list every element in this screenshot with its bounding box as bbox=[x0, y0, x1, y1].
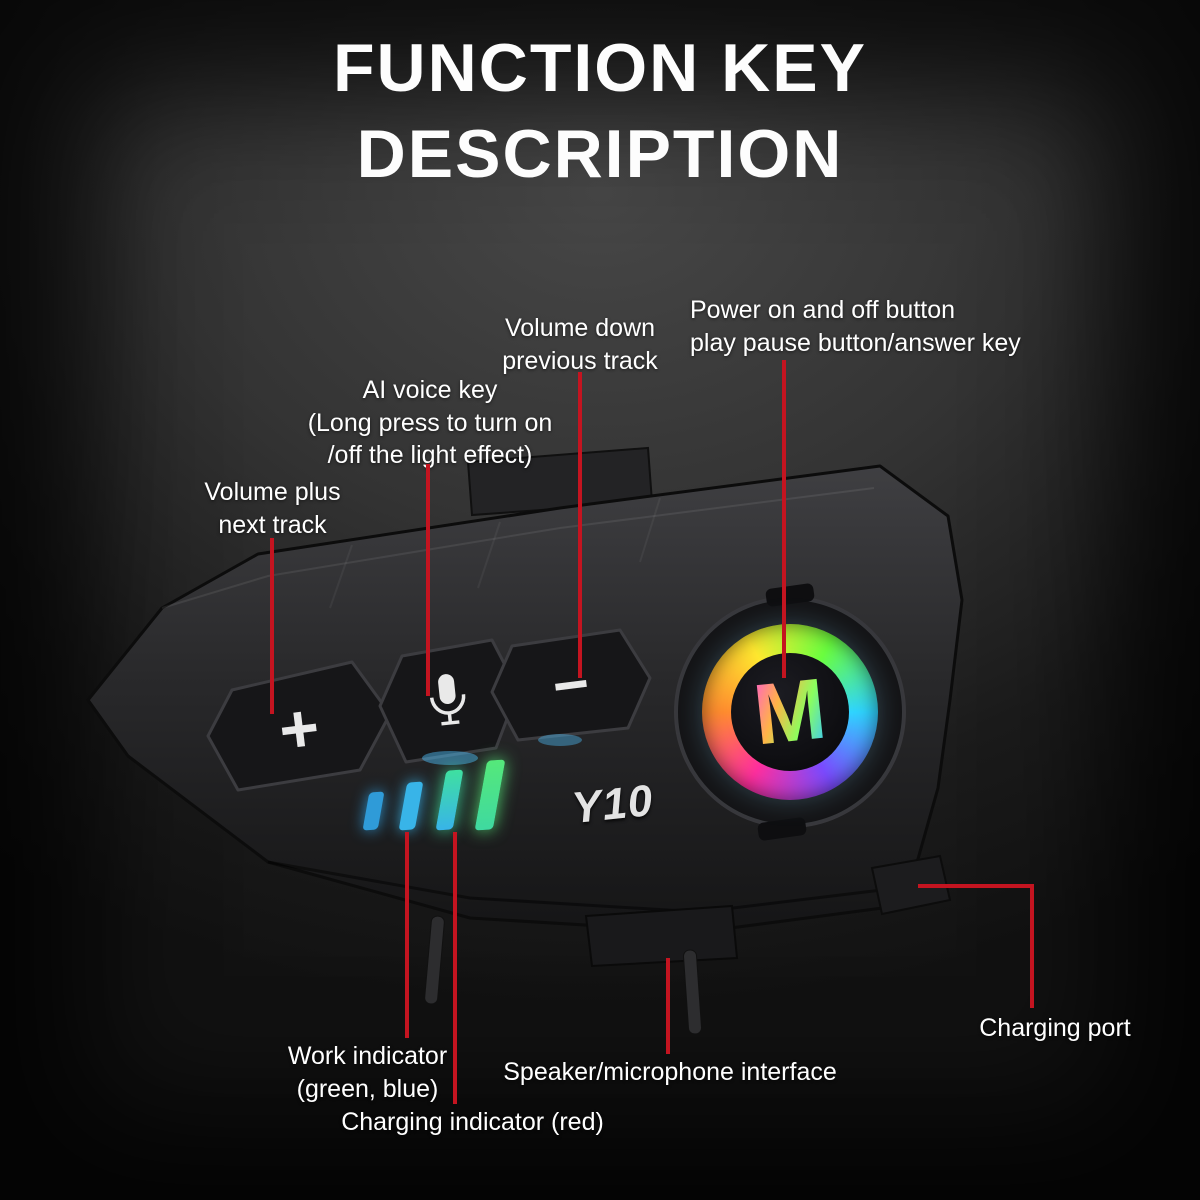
callout-volume-down: Volume down previous track bbox=[502, 314, 658, 375]
volume-minus-button bbox=[490, 628, 652, 742]
speaker-connector-block bbox=[584, 904, 739, 968]
minus-glyph: − bbox=[549, 649, 593, 722]
volume-plus-button bbox=[206, 660, 392, 792]
mic-button-glow bbox=[422, 751, 478, 765]
callout-work-indicator: Work indicator (green, blue) bbox=[287, 1042, 448, 1103]
bezel-clamp-bottom bbox=[757, 817, 807, 841]
speaker-microphone-pin bbox=[682, 949, 703, 1035]
leader-power bbox=[782, 360, 786, 678]
leader-speaker-mic bbox=[666, 958, 670, 1054]
facet-seam-2 bbox=[477, 521, 501, 589]
leader-volume-down bbox=[578, 372, 582, 678]
leader-volume-plus bbox=[270, 538, 274, 714]
leader-charging-port-horizontal bbox=[918, 884, 1034, 888]
power-button-inner: M bbox=[731, 653, 849, 771]
leader-charging-indicator bbox=[453, 832, 457, 1104]
callout-charging-indicator: Charging indicator (red) bbox=[341, 1108, 604, 1136]
minus-button-glow bbox=[538, 734, 582, 746]
charging-port bbox=[870, 854, 952, 916]
power-button-rgb-ring: M bbox=[702, 624, 878, 800]
title-line-1: FUNCTION KEY bbox=[333, 30, 867, 106]
microphone-icon bbox=[429, 674, 466, 726]
callout-speaker-mic: Speaker/microphone interface bbox=[503, 1058, 837, 1086]
top-facet-line bbox=[161, 487, 875, 609]
brand-logo-m: M bbox=[749, 660, 831, 764]
callout-charging-port: Charging port bbox=[979, 1014, 1131, 1042]
bottom-facet-line bbox=[267, 860, 899, 914]
leader-charging-port-vertical bbox=[1030, 884, 1034, 1008]
callout-volume-plus: Volume plus next track bbox=[204, 478, 341, 539]
facet-seam-1 bbox=[329, 544, 353, 609]
callout-ai-voice: AI voice key (Long press to turn on /off… bbox=[307, 376, 553, 469]
page-title: FUNCTION KEY DESCRIPTION bbox=[0, 26, 1200, 197]
leader-ai-voice bbox=[426, 464, 430, 696]
model-label: Y10 bbox=[569, 775, 656, 834]
bezel-clamp-top bbox=[765, 583, 815, 607]
facet-seam-3 bbox=[639, 497, 661, 563]
title-line-2: DESCRIPTION bbox=[356, 115, 844, 192]
plus-glyph: + bbox=[275, 689, 324, 769]
callout-power: Power on and off button play pause butto… bbox=[690, 296, 1021, 357]
leader-work-indicator bbox=[405, 832, 409, 1038]
mount-pin-left bbox=[424, 915, 445, 1005]
